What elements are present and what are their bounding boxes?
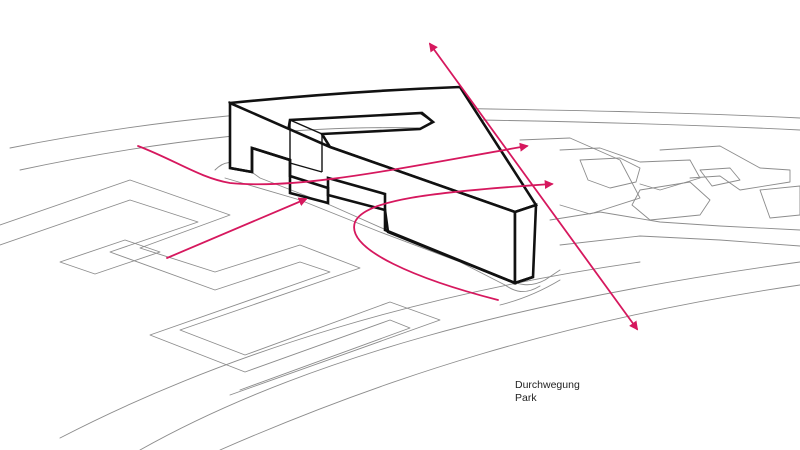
legend-label-park: Park	[515, 392, 537, 404]
flow-arrows	[137, 42, 639, 331]
right-edge-line-2	[559, 235, 800, 247]
road-curve-inner-top	[19, 127, 421, 171]
right-block-4	[631, 181, 711, 221]
meander-inner	[0, 199, 411, 391]
arrow-lower-left	[166, 197, 308, 259]
arrow-upper-passage	[137, 142, 529, 186]
meander-small	[59, 239, 161, 275]
right-block-7	[699, 167, 741, 187]
legend: Durchwegung Park	[515, 379, 580, 405]
building-end-face	[513, 203, 538, 285]
building-base-steps	[229, 146, 534, 285]
plot-outline-lower	[499, 279, 561, 306]
right-block-6	[759, 185, 800, 219]
road-curve-lower-2	[219, 284, 800, 450]
arrow-diagonal-axis	[428, 42, 639, 331]
courtyard-floor-line	[289, 162, 323, 173]
right-block-3	[579, 157, 641, 189]
courtyard-inner-wall-2	[289, 119, 323, 172]
arrow-park-curve	[353, 179, 554, 301]
right-block-5	[659, 145, 791, 191]
legend-label-durchwegung: Durchwegung	[515, 379, 580, 391]
building-mass	[228, 85, 538, 285]
meander-outer	[0, 179, 441, 396]
right-edge-line	[549, 211, 800, 231]
road-curve-right-upper	[479, 119, 800, 131]
road-curve-lower-1	[139, 261, 800, 450]
